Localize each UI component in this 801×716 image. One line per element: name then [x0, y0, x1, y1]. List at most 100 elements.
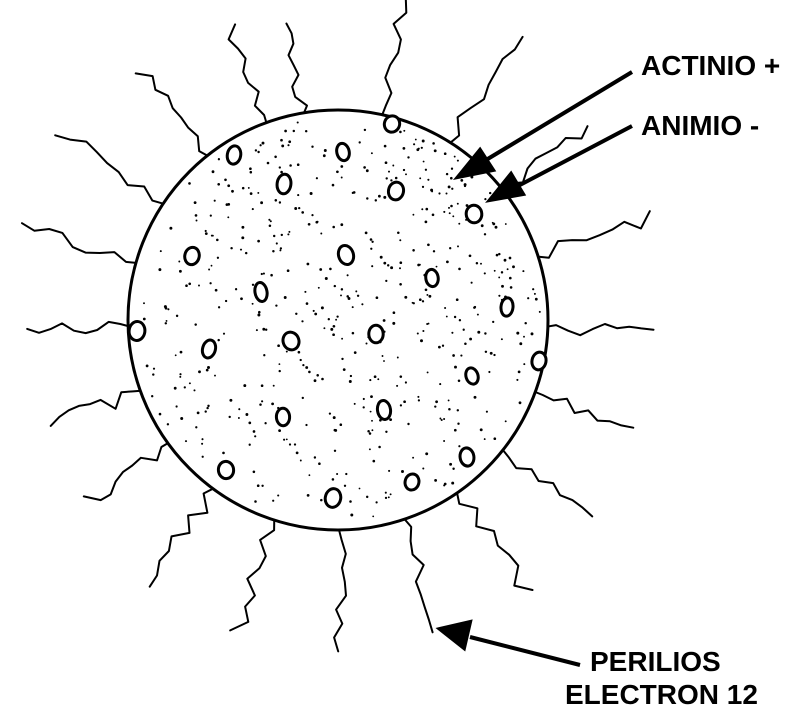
stipple-dot — [307, 494, 310, 497]
stipple-dot — [400, 375, 403, 378]
stipple-dot — [287, 144, 289, 146]
stipple-dot — [463, 329, 465, 331]
stipple-dot — [428, 295, 431, 298]
stipple-dot — [278, 363, 280, 365]
stipple-dot — [385, 492, 387, 494]
stipple-dot — [392, 322, 395, 325]
stipple-dot — [390, 493, 392, 495]
stipple-dot — [399, 267, 401, 269]
stipple-dot — [524, 322, 526, 324]
stipple-dot — [480, 263, 482, 265]
stipple-dot — [494, 270, 496, 272]
stipple-dot — [238, 408, 240, 410]
stipple-dot — [418, 148, 420, 150]
filament — [544, 324, 654, 335]
particle — [465, 205, 482, 224]
stipple-dot — [185, 284, 188, 287]
stipple-dot — [523, 336, 525, 338]
stipple-dot — [457, 423, 459, 425]
stipple-dot — [304, 291, 306, 293]
stipple-dot — [294, 443, 296, 445]
stipple-dot — [284, 296, 287, 299]
stipple-dot — [329, 268, 332, 271]
stipple-dot — [366, 197, 368, 199]
stipple-dot — [484, 332, 486, 334]
stipple-dot — [446, 173, 448, 175]
stipple-dot — [458, 380, 461, 383]
stipple-dot — [427, 179, 429, 181]
stipple-dot — [214, 375, 216, 377]
stipple-dot — [323, 327, 325, 329]
stipple-dot — [434, 479, 437, 482]
stipple-dot — [383, 360, 385, 362]
stipple-dot — [446, 316, 448, 318]
stipple-dot — [505, 420, 507, 422]
stipple-dot — [325, 277, 328, 280]
stipple-dot — [176, 405, 178, 407]
stipple-dot — [314, 456, 316, 458]
stipple-dot — [334, 285, 336, 287]
stipple-dot — [427, 371, 429, 373]
stipple-dot — [296, 452, 299, 455]
stipple-dot — [241, 236, 244, 239]
arrow-perilios-head — [440, 622, 470, 648]
stipple-dot — [281, 144, 284, 147]
stipple-dot — [535, 298, 538, 301]
stipple-dot — [250, 171, 253, 174]
stipple-dot — [293, 130, 295, 132]
stipple-dot — [287, 269, 290, 272]
stipple-dot — [201, 438, 203, 440]
stipple-dot — [439, 418, 441, 420]
stipple-dot — [422, 330, 424, 332]
stipple-dot — [336, 315, 338, 317]
stipple-dot — [166, 320, 168, 322]
stipple-dot — [539, 311, 541, 313]
stipple-dot — [179, 270, 182, 273]
stipple-dot — [484, 233, 486, 235]
stipple-dot — [489, 192, 491, 194]
stipple-dot — [498, 295, 500, 297]
stipple-dot — [485, 351, 487, 353]
stipple-dot — [395, 177, 398, 180]
stipple-dot — [341, 288, 343, 290]
stipple-dot — [268, 219, 270, 221]
stipple-dot — [146, 365, 149, 368]
stipple-dot — [278, 429, 281, 432]
stipple-dot — [261, 384, 264, 387]
stipple-dot — [369, 379, 371, 381]
stipple-dot — [403, 400, 406, 403]
stipple-dot — [476, 262, 478, 264]
stipple-dot — [473, 306, 476, 309]
stipple-dot — [350, 375, 352, 377]
stipple-dot — [275, 199, 278, 202]
stipple-dot — [376, 296, 379, 299]
stipple-dot — [202, 456, 204, 458]
stipple-dot — [396, 385, 398, 387]
stipple-dot — [457, 245, 459, 247]
stipple-dot — [229, 416, 231, 418]
stipple-dot — [295, 313, 297, 315]
stipple-dot — [392, 165, 394, 167]
stipple-dot — [280, 171, 283, 174]
stipple-dot — [413, 143, 415, 145]
stipple-dot — [421, 208, 423, 210]
stipple-dot — [272, 500, 274, 502]
stipple-dot — [311, 145, 313, 147]
stipple-dot — [365, 342, 367, 344]
stipple-dot — [493, 437, 496, 440]
stipple-dot — [366, 169, 369, 172]
stipple-dot — [297, 121, 299, 123]
stipple-dot — [340, 423, 343, 426]
stipple-dot — [445, 192, 447, 194]
stipple-dot — [454, 366, 457, 369]
particle — [276, 173, 292, 194]
stipple-dot — [460, 355, 462, 357]
stipple-dot — [323, 154, 326, 157]
particle — [500, 297, 514, 317]
stipple-dot — [422, 140, 425, 143]
stipple-dot — [260, 201, 263, 204]
stipple-dot — [434, 149, 437, 152]
stipple-dot — [314, 313, 317, 316]
stipple-dot — [341, 177, 343, 179]
